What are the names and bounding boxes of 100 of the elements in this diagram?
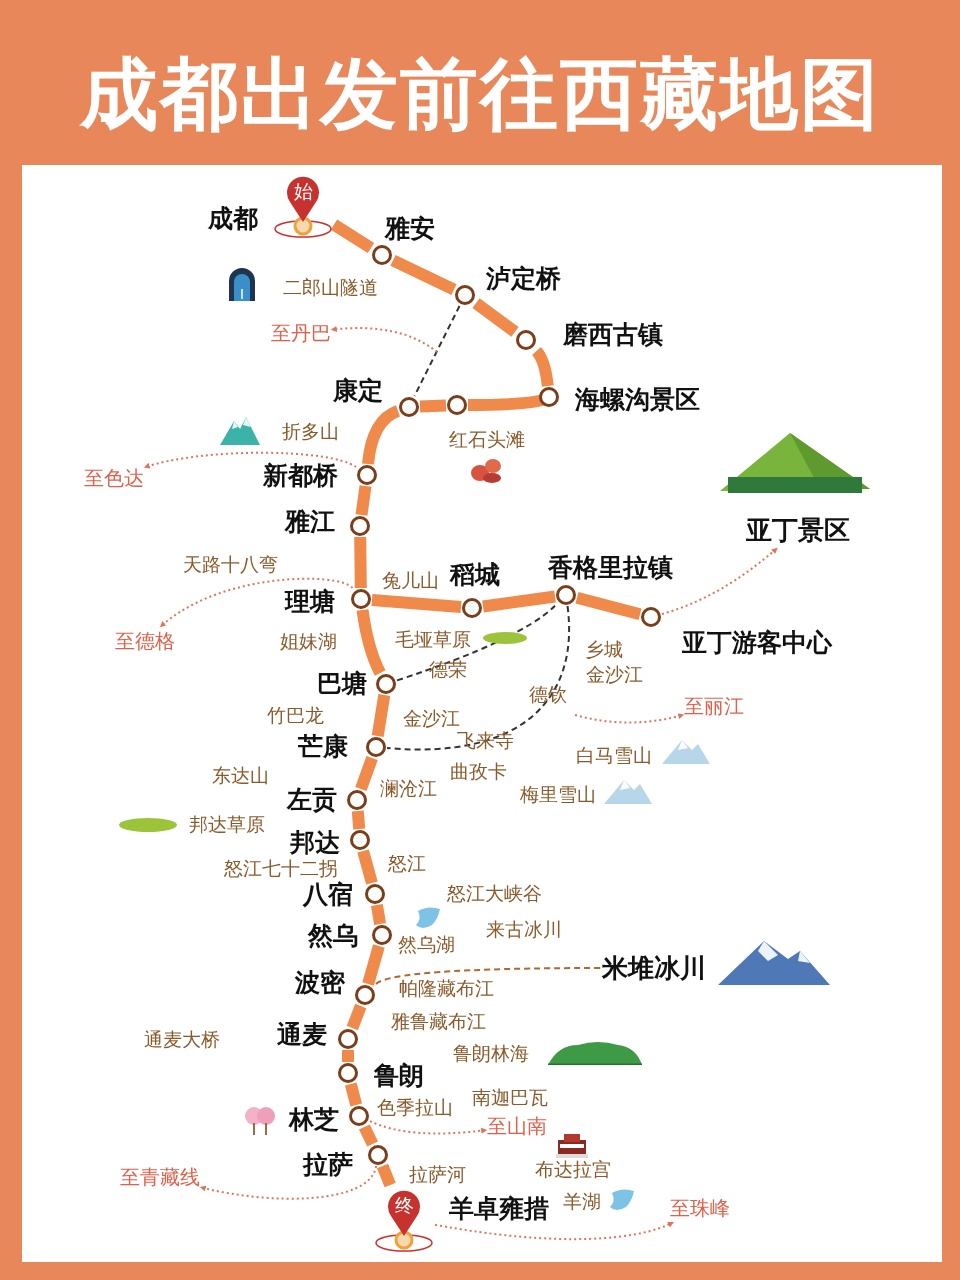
station-label: 波密	[295, 966, 345, 999]
route-line	[371, 593, 462, 614]
dashed-route-line	[396, 604, 556, 682]
station-label: 稻城	[450, 558, 500, 591]
map-label: 澜沧江	[379, 776, 437, 801]
station-label: 通麦	[277, 1018, 327, 1051]
map-label: 拉萨河	[408, 1162, 466, 1187]
map-label: 东达山	[211, 763, 269, 788]
destination-label: 至德格	[115, 627, 175, 655]
station-label: 亚丁游客中心	[682, 626, 832, 659]
map-label: 毛垭草原	[395, 627, 471, 652]
map-label: 色季拉山	[377, 1095, 453, 1120]
station-label: 海螺沟景区	[574, 383, 700, 416]
route-line	[357, 849, 378, 885]
dashed-route-line	[375, 967, 602, 985]
station-label: 拉萨	[303, 1148, 353, 1181]
station-label: 八宿	[303, 878, 353, 911]
route-line	[472, 298, 519, 337]
map-label: 怒江大峡谷	[446, 881, 542, 906]
arrow	[574, 713, 685, 724]
destination-label: 至丹巴	[271, 319, 331, 347]
station-label: 香格里拉镇	[547, 551, 673, 584]
map-label: 然乌湖	[397, 932, 455, 957]
station-label: 左贡	[287, 783, 337, 816]
destination-label: 至青藏线	[120, 1163, 200, 1191]
route-line	[356, 609, 386, 676]
station-label: 理塘	[285, 585, 335, 618]
station-label: 鲁朗	[374, 1059, 424, 1092]
station-label: 然乌	[308, 919, 358, 952]
station-label: 雅安	[385, 212, 435, 245]
dashed-route-line	[413, 305, 461, 397]
map-label: 帕隆藏布江	[398, 976, 494, 1001]
arrow	[661, 547, 778, 615]
map-label: 梅里雪山	[520, 782, 596, 807]
place-label: 亚丁景区	[746, 512, 850, 548]
route-line	[376, 1163, 396, 1188]
route-line	[390, 254, 457, 296]
route-line	[359, 1124, 378, 1147]
station-label: 康定	[333, 374, 383, 407]
map-label: 兔儿山	[381, 568, 439, 593]
destination-label: 至珠峰	[670, 1194, 730, 1222]
destination-label: 至山南	[487, 1112, 547, 1140]
map-label: 邦达草原	[189, 812, 265, 837]
map-label: 折多山	[281, 419, 339, 444]
station-label: 成都	[208, 202, 258, 235]
map-label: 天路十八弯	[182, 552, 278, 577]
map-label: 金沙江	[585, 662, 643, 687]
map-label: 曲孜卡	[449, 759, 507, 784]
route-line	[371, 904, 386, 925]
title: 成都出发前往西藏地图	[80, 47, 880, 141]
station-label: 芒康	[298, 730, 348, 763]
route-line	[362, 944, 385, 986]
station-label: 雅江	[285, 505, 335, 538]
route-line	[575, 592, 642, 620]
route-line	[351, 810, 366, 830]
map-label: 姐妹湖	[279, 629, 337, 654]
arrow	[434, 1221, 674, 1241]
station-label: 巴塘	[317, 667, 367, 700]
route-line	[346, 1003, 367, 1031]
arrow	[143, 451, 357, 469]
station-label: 新都桥	[262, 459, 338, 492]
map-label: 鲁朗林海	[453, 1041, 529, 1066]
map-label: 金沙江	[402, 706, 460, 731]
station-label: 泸定桥	[485, 262, 561, 295]
map-label: 白马雪山	[576, 743, 652, 768]
map-label: 南迦巴瓦	[472, 1085, 548, 1110]
map-label: 二郎山隧道	[282, 275, 378, 300]
route-line	[419, 399, 447, 413]
map-label: 怒江七十二拐	[224, 856, 338, 881]
station-label: 林芝	[289, 1103, 339, 1136]
start-pin: 始	[273, 172, 333, 238]
route-line	[482, 590, 556, 613]
station-label: 羊卓雍措	[449, 1192, 549, 1225]
map-label: 怒江	[388, 851, 426, 876]
map-label: 通麦大桥	[144, 1027, 220, 1052]
station-label: 邦达	[290, 826, 340, 859]
map-label: 乡城	[585, 637, 623, 662]
map-label: 德钦	[529, 682, 567, 707]
destination-label: 至色达	[84, 464, 144, 492]
destination-label: 至丽江	[684, 692, 744, 720]
arrow	[159, 577, 354, 628]
route-line	[342, 1050, 354, 1062]
route-line	[330, 219, 375, 254]
map-label: 德荣	[429, 657, 467, 682]
route-line	[371, 694, 391, 737]
route-line	[355, 755, 378, 792]
map-label: 羊湖	[563, 1189, 601, 1214]
arrow	[330, 326, 438, 353]
station-label: 磨西古镇	[563, 318, 663, 351]
route-line	[355, 485, 372, 516]
route-line	[354, 536, 367, 589]
route-line	[345, 1082, 362, 1107]
route-line	[362, 405, 401, 465]
arrow	[369, 1120, 488, 1135]
map-label: 竹巴龙	[266, 703, 324, 728]
map-label: 红石头滩	[449, 427, 525, 452]
map-label: 雅鲁藏布江	[390, 1009, 486, 1034]
dashed-route-line	[386, 605, 571, 751]
route-line	[531, 347, 554, 387]
place-label: 米堆冰川	[602, 950, 706, 986]
